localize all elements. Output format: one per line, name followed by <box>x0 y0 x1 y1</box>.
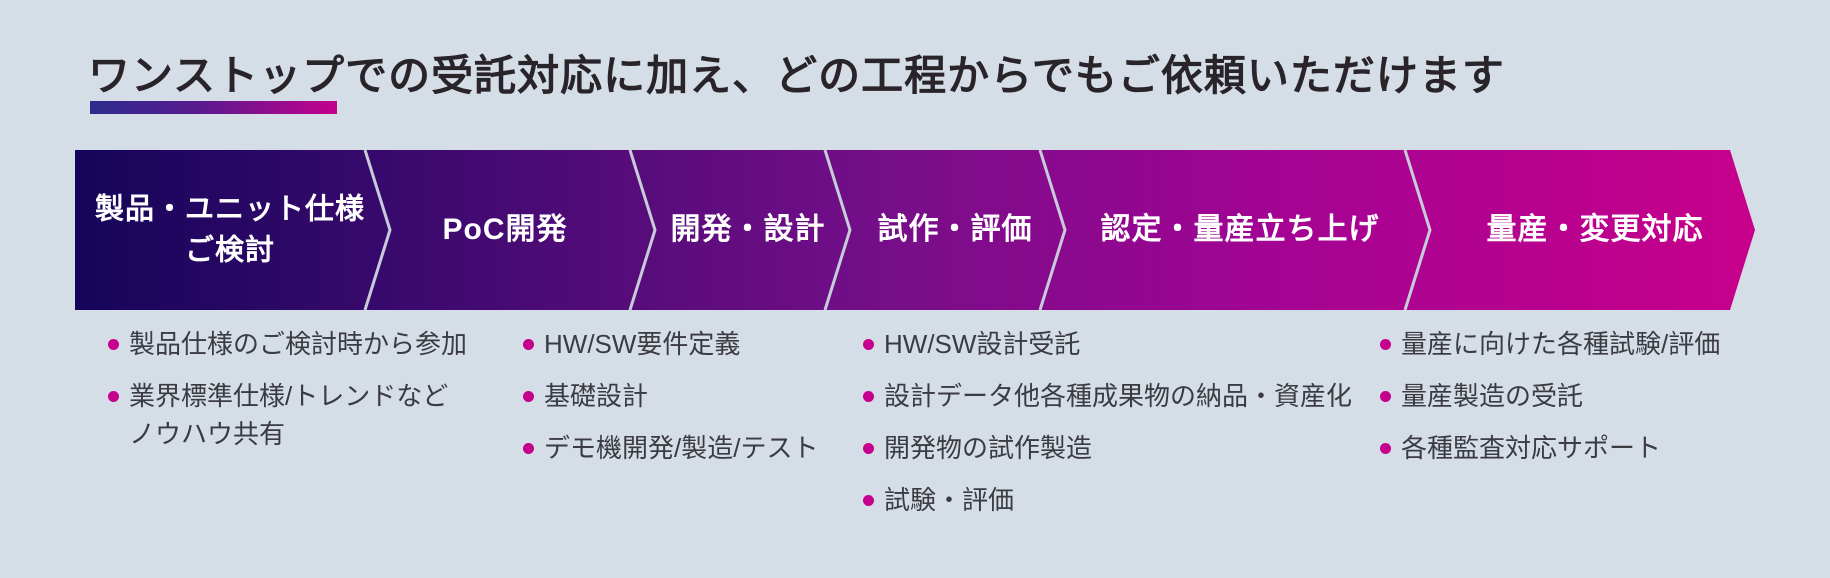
bullet-dot-icon <box>1380 339 1391 350</box>
bullet-text: HW/SW設計受託 <box>884 329 1081 359</box>
bullet-text: 量産製造の受託 <box>1401 381 1584 411</box>
stage-label-certification-ramp-up: 認定・量産立ち上げ <box>1100 213 1380 246</box>
stage-separator-line <box>628 150 657 310</box>
bullet-dot-icon <box>863 443 874 454</box>
title-underline-gradient <box>90 101 337 114</box>
stage-label-development-design: 開発・設計 <box>670 213 826 246</box>
list-item: 量産製造の受託 <box>1380 377 1720 415</box>
process-bar <box>75 150 1755 310</box>
stage-separator-line <box>1403 150 1432 310</box>
list-item: 試験・評価 <box>863 481 1352 519</box>
list-item: 設計データ他各種成果物の納品・資産化 <box>863 377 1352 415</box>
bullet-text: 製品仕様のご検討時から参加 <box>129 329 468 359</box>
bullet-dot-icon <box>523 339 534 350</box>
bullet-text: 業界標準仕様/トレンドなど ノウハウ共有 <box>129 381 449 449</box>
list-item: 各種監査対応サポート <box>1380 429 1720 467</box>
bullet-text: 試験・評価 <box>884 485 1015 515</box>
bullet-dot-icon <box>863 391 874 402</box>
bullet-text: HW/SW要件定義 <box>544 329 741 359</box>
stage-label-mass-production-change: 量産・変更対応 <box>1486 213 1704 246</box>
bullet-text: 量産に向けた各種試験/評価 <box>1401 329 1721 359</box>
bullet-dot-icon <box>108 391 119 402</box>
bullet-dot-icon <box>523 443 534 454</box>
stage-separator-line <box>363 150 392 310</box>
bullet-text: 設計データ他各種成果物の納品・資産化 <box>884 381 1353 411</box>
title-highlight: ワンストップ <box>88 52 346 99</box>
list-item: HW/SW要件定義 <box>523 325 818 363</box>
bullet-column-spec-study: 製品仕様のご検討時から参加 業界標準仕様/トレンドなど ノウハウ共有 <box>108 325 467 467</box>
bullet-column-mass-production: 量産に向けた各種試験/評価 量産製造の受託 各種監査対応サポート <box>1380 325 1720 481</box>
title-rest: での受託対応に加え、どの工程からでもご依頼いただけます <box>345 52 1505 99</box>
list-item: 量産に向けた各種試験/評価 <box>1380 325 1720 363</box>
list-item: 基礎設計 <box>523 377 818 415</box>
bullet-text: 各種監査対応サポート <box>1401 433 1662 463</box>
page-title: ワンストップでの受託対応に加え、どの工程からでもご依頼いただけます <box>88 42 1505 103</box>
stage-label-poc-development: PoC開発 <box>442 213 568 246</box>
stage-label-product-unit-spec: 製品・ユニット仕様 ご検討 <box>94 193 366 266</box>
bullet-text: 開発物の試作製造 <box>884 433 1093 463</box>
stage-separator-line <box>823 150 852 310</box>
list-item: 業界標準仕様/トレンドなど ノウハウ共有 <box>108 377 467 453</box>
list-item: HW/SW設計受託 <box>863 325 1352 363</box>
bullet-text: 基礎設計 <box>544 381 649 411</box>
bullet-dot-icon <box>108 339 119 350</box>
bullet-text: デモ機開発/製造/テスト <box>544 433 819 463</box>
bullet-dot-icon <box>863 495 874 506</box>
list-item: 製品仕様のご検討時から参加 <box>108 325 467 363</box>
bullet-column-poc: HW/SW要件定義 基礎設計 デモ機開発/製造/テスト <box>523 325 818 481</box>
bullet-dot-icon <box>1380 391 1391 402</box>
bullet-dot-icon <box>1380 443 1391 454</box>
bullet-dot-icon <box>523 391 534 402</box>
list-item: デモ機開発/製造/テスト <box>523 429 818 467</box>
chevron-bar-shape <box>75 150 1755 310</box>
stage-label-prototype-evaluation: 試作・評価 <box>877 213 1033 246</box>
list-item: 開発物の試作製造 <box>863 429 1352 467</box>
bullet-column-design-prototype: HW/SW設計受託 設計データ他各種成果物の納品・資産化 開発物の試作製造 試験… <box>863 325 1352 533</box>
stage-separator-line <box>1038 150 1067 310</box>
bullet-dot-icon <box>863 339 874 350</box>
